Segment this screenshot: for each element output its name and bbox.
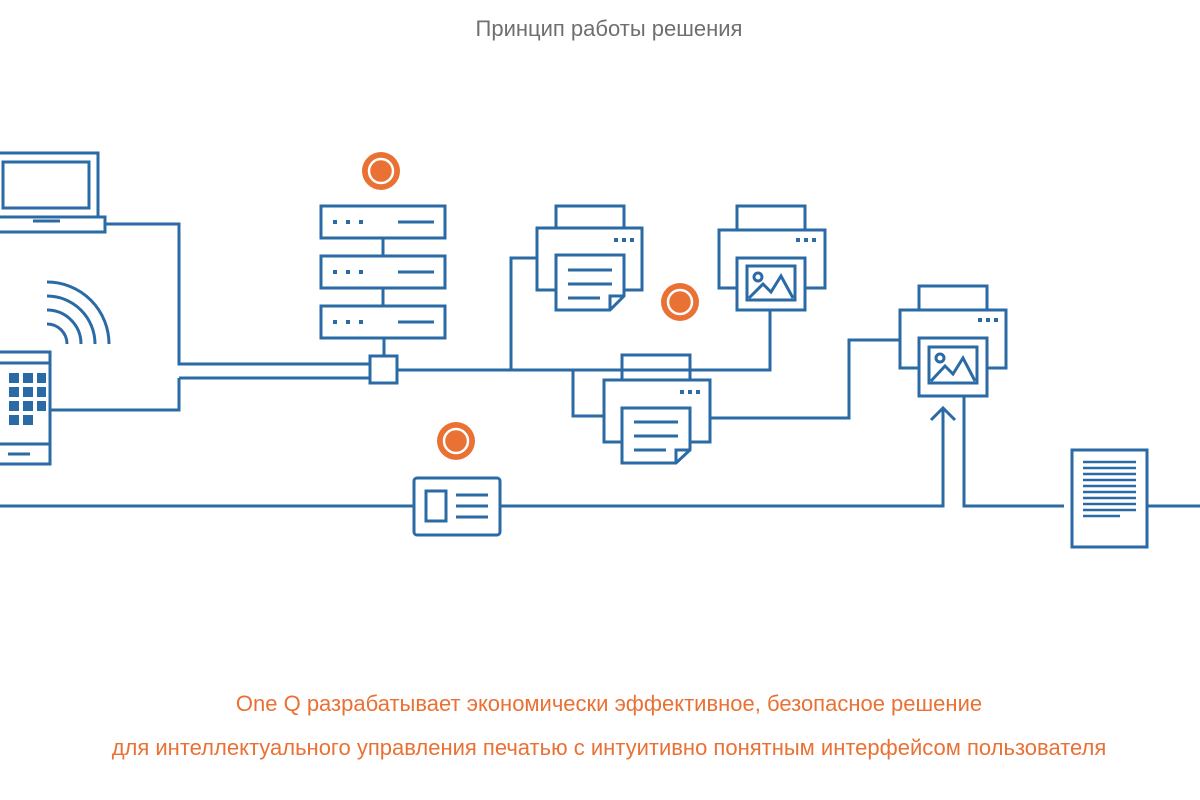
id-card-icon <box>412 476 502 537</box>
document-icon <box>1070 448 1149 549</box>
wifi-icon <box>46 280 111 345</box>
network-lines <box>0 222 1200 508</box>
status-dot-icon <box>362 152 400 190</box>
page-title: Принцип работы решения <box>475 16 743 41</box>
printer-image-icon <box>717 204 827 312</box>
server-stack-icon <box>319 204 447 340</box>
caption-line-1: One Q разрабатывает экономически эффекти… <box>235 691 983 716</box>
caption-line-2: для интеллектуального управления печатью… <box>111 735 1107 760</box>
hub-icon <box>368 354 399 385</box>
tablet-icon <box>0 350 52 466</box>
printer-icon <box>602 353 712 465</box>
laptop-icon <box>0 151 107 234</box>
printer-image-icon <box>898 284 1008 398</box>
status-dot-icon <box>437 422 475 460</box>
printer-icon <box>535 204 644 312</box>
status-dot-icon <box>661 283 699 321</box>
